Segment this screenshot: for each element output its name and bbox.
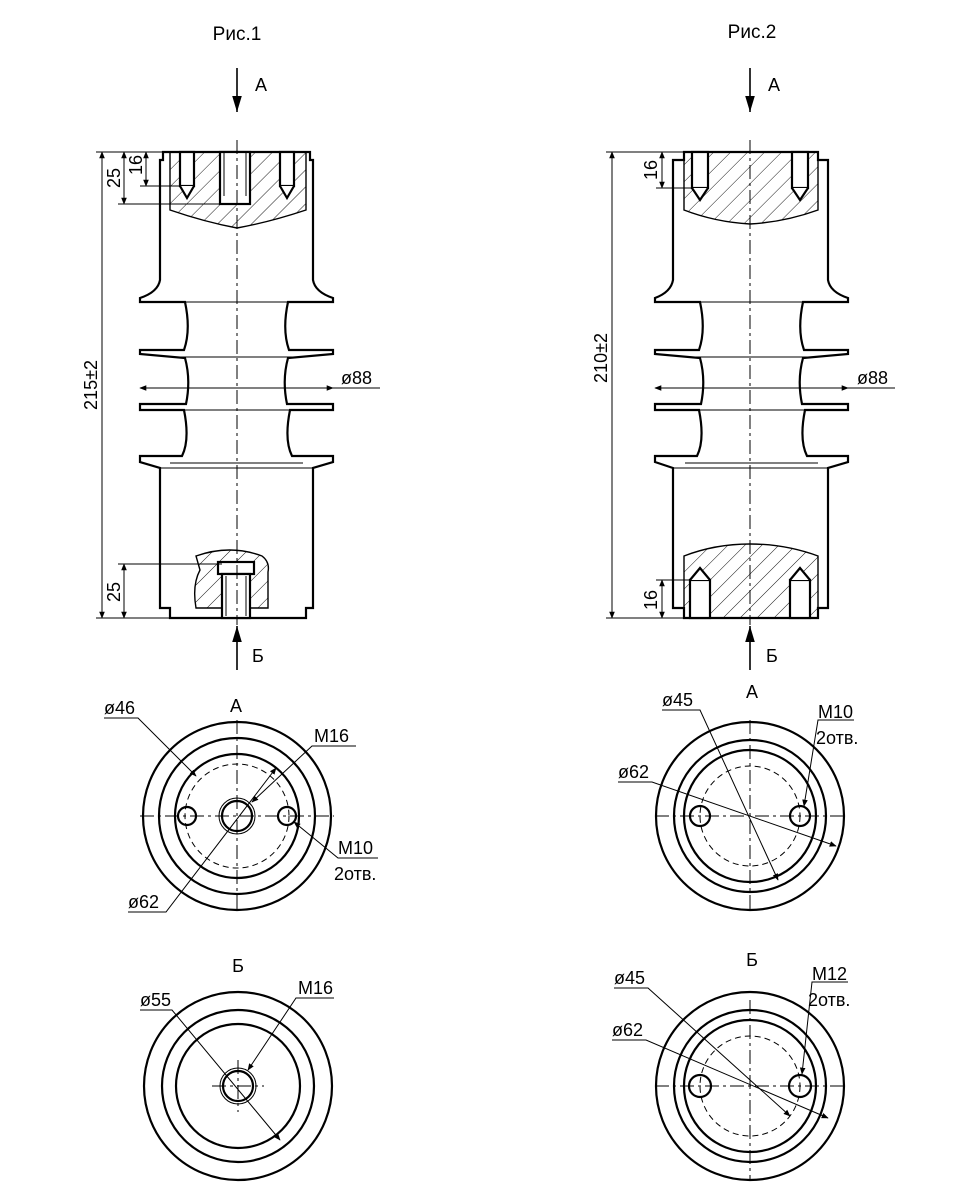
fig2-bottom-depth-dimension-16: 16 [641, 590, 661, 610]
view-b-arrow-label: Б [252, 646, 264, 666]
fig2-view-a-thread-m10: M10 [818, 702, 853, 722]
fig2-view-b-title: Б [746, 950, 758, 970]
fig2-view-b-diameter-62: ø62 [612, 1020, 643, 1040]
fig2-view-a-title: А [746, 682, 758, 702]
fig2-bottom-fitting-section [683, 543, 819, 619]
view-b-fig2: Б ø45 ø62 M12 2отв. [612, 950, 850, 1182]
view-b-diameter-55: ø55 [140, 990, 171, 1010]
fig2-height-dimension: 210±2 [591, 333, 611, 383]
fig2-view-b-thread-m12: M12 [812, 964, 847, 984]
view-a-arrow-label: А [255, 75, 267, 95]
bottom-depth-dimension: 25 [104, 582, 124, 602]
fig2-view-a-holes-count: 2отв. [816, 728, 858, 748]
fig2-view-b-diameter-45: ø45 [614, 968, 645, 988]
view-a-fig2: А ø45 ø62 M10 2отв. [618, 682, 858, 912]
fig2-top-depth-dimension-16: 16 [641, 160, 661, 180]
view-a-title: А [230, 696, 242, 716]
view-a-thread-m16: M16 [314, 726, 349, 746]
view-b-fig1: Б ø55 M16 [140, 956, 334, 1182]
figure-1-title: Рис.1 [213, 24, 262, 45]
view-b-thread-m16: M16 [298, 978, 333, 998]
center-threaded-hole-top [218, 150, 252, 206]
figure-2-title: Рис.2 [728, 22, 777, 43]
bottom-fitting-flange [216, 560, 256, 576]
fig2-view-a-arrow-label: А [768, 75, 780, 95]
fig2-view-b-arrow-label: Б [766, 646, 778, 666]
fig2-view-b-holes-count: 2отв. [808, 990, 850, 1010]
view-a-fig1: А ø46 ø62 M16 M10 2отв. [104, 696, 378, 913]
view-a-diameter-46: ø46 [104, 698, 135, 718]
figure-2: Рис.2 А Б 210±2 16 16 ø88 [591, 22, 895, 1182]
figure-1: Рис.1 А Б 215±2 [81, 24, 380, 1182]
view-b-title: Б [232, 956, 244, 976]
view-a-holes-count: 2отв. [334, 864, 376, 884]
fig2-view-a-diameter-45: ø45 [662, 690, 693, 710]
shed-diameter-dimension: ø88 [341, 368, 372, 388]
top-depth-dimension-16: 16 [126, 155, 146, 175]
view-a-thread-m10: M10 [338, 838, 373, 858]
fig2-shed-diameter-dimension: ø88 [857, 368, 888, 388]
view-a-diameter-62: ø62 [128, 892, 159, 912]
top-depth-dimension-25: 25 [104, 168, 124, 188]
height-dimension: 215±2 [81, 360, 101, 410]
center-threaded-hole-bottom [220, 572, 252, 620]
fig2-view-a-diameter-62: ø62 [618, 762, 649, 782]
